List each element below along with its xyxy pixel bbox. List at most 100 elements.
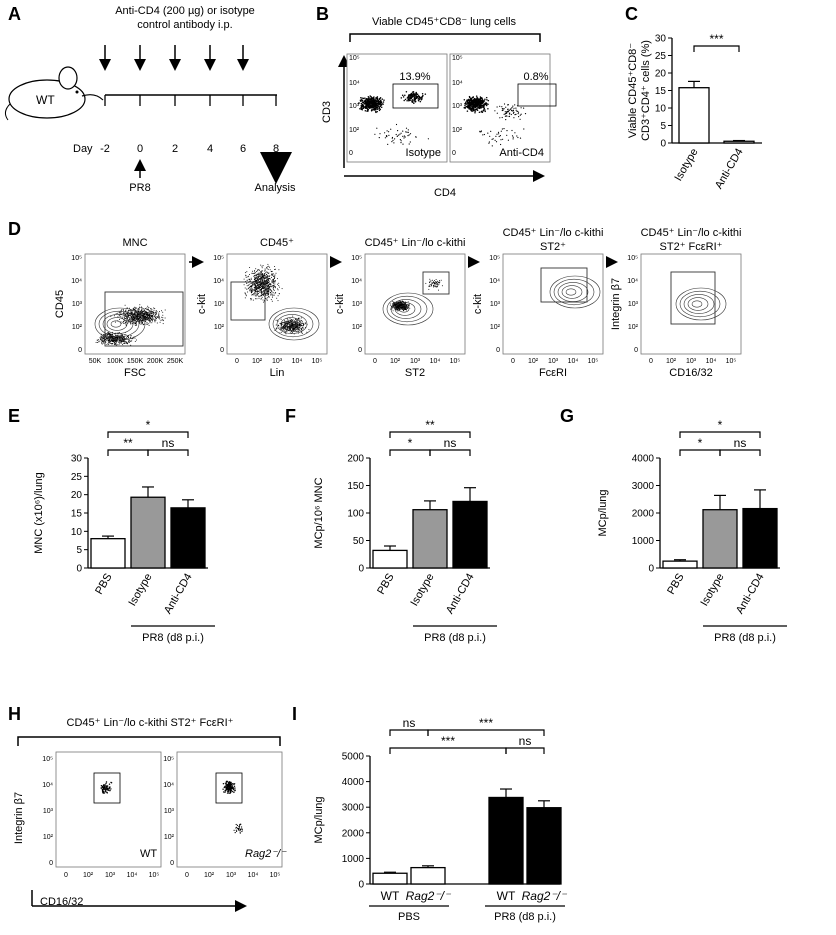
event-dot xyxy=(376,127,378,129)
x-tick-label: 10⁵ xyxy=(588,358,599,365)
event-dot xyxy=(365,101,367,103)
event-dot xyxy=(159,321,161,323)
event-dot xyxy=(234,789,236,791)
event-dot xyxy=(516,135,518,137)
event-dot xyxy=(129,311,131,313)
day-tick-label: -2 xyxy=(100,143,110,155)
significance-bracket xyxy=(389,449,431,456)
event-dot xyxy=(415,96,418,98)
event-dot xyxy=(261,284,263,286)
event-dot xyxy=(401,308,403,310)
event-dot xyxy=(268,287,270,289)
event-dot xyxy=(496,133,498,135)
event-dot xyxy=(134,340,136,342)
event-dot xyxy=(244,297,246,299)
event-dot xyxy=(152,317,154,319)
event-dot xyxy=(143,308,145,310)
event-dot xyxy=(142,320,144,322)
event-dot xyxy=(267,281,268,283)
event-dot xyxy=(475,95,478,97)
event-dot xyxy=(250,279,252,280)
event-dot xyxy=(514,114,516,116)
event-dot xyxy=(103,340,105,342)
significance-bracket xyxy=(505,747,545,754)
event-dot xyxy=(362,107,365,109)
event-dot xyxy=(499,117,501,119)
event-dot xyxy=(400,304,402,306)
event-dot xyxy=(289,321,291,323)
event-dot xyxy=(262,273,263,274)
event-dot xyxy=(150,320,151,322)
y-axis-label: MCp/lung xyxy=(597,489,609,536)
event-dot xyxy=(97,339,98,341)
event-dot xyxy=(302,332,303,334)
event-dot xyxy=(468,98,470,101)
event-dot xyxy=(481,97,483,100)
event-dot xyxy=(392,310,394,312)
event-dot xyxy=(253,289,255,290)
event-dot xyxy=(376,108,379,111)
event-dot xyxy=(272,278,274,280)
event-dot xyxy=(153,307,155,309)
event-dot xyxy=(408,134,410,136)
event-dot xyxy=(123,311,125,313)
event-dot xyxy=(150,318,152,320)
event-dot xyxy=(127,314,129,316)
event-dot xyxy=(262,286,264,288)
event-dot xyxy=(408,143,410,145)
event-dot xyxy=(254,282,256,284)
event-dot xyxy=(253,293,255,295)
event-dot xyxy=(258,269,260,271)
event-dot xyxy=(386,130,388,132)
event-dot xyxy=(120,341,122,343)
event-dot xyxy=(272,273,274,275)
event-dot xyxy=(488,141,490,143)
event-dot xyxy=(146,313,148,315)
event-dot xyxy=(117,344,119,346)
event-dot xyxy=(377,99,380,102)
event-dot xyxy=(291,322,293,324)
event-dot xyxy=(98,341,100,343)
event-dot xyxy=(102,341,104,343)
panel-h-xlabel: CD16/32 xyxy=(40,896,83,908)
event-dot xyxy=(254,272,255,274)
event-dot xyxy=(124,304,126,306)
event-dot xyxy=(437,280,438,282)
event-dot xyxy=(145,308,147,310)
category-label: Isotype xyxy=(698,572,726,609)
event-dot xyxy=(152,314,154,316)
event-dot xyxy=(407,98,409,101)
event-dot xyxy=(260,298,262,300)
event-dot xyxy=(491,145,493,147)
event-dot xyxy=(109,342,111,344)
event-dot xyxy=(272,286,274,288)
event-dot xyxy=(436,285,438,287)
event-dot xyxy=(256,298,258,300)
event-dot xyxy=(261,265,263,267)
event-dot xyxy=(400,142,402,144)
x-tick-label: 50K xyxy=(89,358,102,365)
event-dot xyxy=(100,340,102,342)
event-dot xyxy=(271,281,273,283)
event-dot xyxy=(231,783,233,785)
event-dot xyxy=(515,109,517,111)
event-dot xyxy=(252,289,254,291)
event-dot xyxy=(430,280,432,282)
event-dot xyxy=(225,782,227,784)
event-dot xyxy=(478,111,481,113)
event-dot xyxy=(106,333,108,334)
event-dot xyxy=(487,107,489,110)
significance-label: * xyxy=(718,418,723,432)
event-dot xyxy=(392,306,394,308)
category-label: Anti-CD4 xyxy=(162,572,195,617)
event-dot xyxy=(429,278,431,280)
event-dot xyxy=(233,785,236,787)
event-dot xyxy=(397,310,399,312)
event-dot xyxy=(483,103,486,106)
category-label: WT xyxy=(381,889,400,903)
event-dot xyxy=(402,300,404,302)
event-dot xyxy=(105,781,108,783)
bar xyxy=(678,87,710,144)
y-tick-label: 10² xyxy=(72,324,83,331)
significance-label: * xyxy=(698,436,703,450)
